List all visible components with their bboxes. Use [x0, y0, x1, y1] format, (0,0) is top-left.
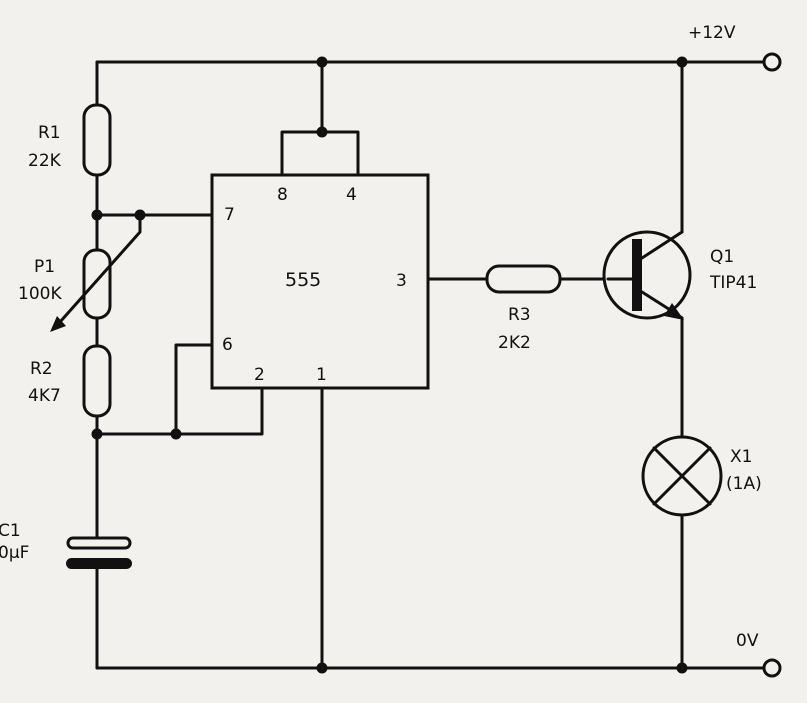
- lamp-x1: [641, 435, 723, 517]
- r3-value-label: 2K2: [498, 333, 531, 353]
- x1-value-label: (1A): [726, 474, 762, 494]
- junction-dot: [316, 662, 328, 674]
- ic-pin-1: 1: [316, 365, 327, 385]
- wire-pin8-4-bridge: [280, 130, 360, 177]
- r1-ref-label: R1: [38, 123, 61, 143]
- ic-pin-3: 3: [396, 271, 407, 291]
- p1-ref-label: P1: [34, 257, 55, 277]
- potentiometer-p1: [50, 213, 142, 332]
- c1-ref-label: C1: [0, 521, 21, 541]
- resistor-r1: [82, 103, 112, 177]
- q1-ref-label: Q1: [710, 247, 734, 267]
- wire-threshold-trigger: [95, 386, 264, 436]
- positive-terminal: [762, 52, 782, 72]
- x1-ref-label: X1: [730, 447, 752, 467]
- capacitor-c1: [66, 536, 132, 569]
- r1-value-label: 22K: [28, 151, 62, 171]
- supply-ground-label: 0V: [736, 631, 759, 651]
- c1-value-label: 0μF: [0, 543, 29, 563]
- ic-pin-6: 6: [222, 335, 233, 355]
- p1-value-label: 100K: [18, 284, 62, 304]
- supply-positive-label: +12V: [688, 23, 736, 43]
- ic-555-body: [210, 173, 430, 390]
- junction-dot: [676, 56, 688, 68]
- resistor-r2: [82, 344, 112, 418]
- ic-pin-8: 8: [277, 185, 288, 205]
- r2-ref-label: R2: [30, 359, 53, 379]
- r3-ref-label: R3: [508, 305, 531, 325]
- ic-pin-2: 2: [254, 365, 265, 385]
- wire-pin6-loop: [174, 343, 214, 436]
- ic-pin-7: 7: [224, 205, 235, 225]
- junction-dot: [91, 428, 103, 440]
- ic-name-label: 555: [285, 269, 321, 291]
- transistor-q1: [602, 230, 692, 320]
- resistor-r3: [485, 264, 562, 294]
- r2-value-label: 4K7: [28, 386, 61, 406]
- junction-dot: [91, 209, 103, 221]
- junction-dot: [316, 126, 328, 138]
- ground-terminal: [762, 658, 782, 678]
- junction-dot: [676, 662, 688, 674]
- junction-dot: [316, 56, 328, 68]
- ic-pin-4: 4: [346, 185, 357, 205]
- q1-value-label: TIP41: [709, 273, 757, 293]
- wires: [95, 60, 769, 670]
- junction-dot: [170, 428, 182, 440]
